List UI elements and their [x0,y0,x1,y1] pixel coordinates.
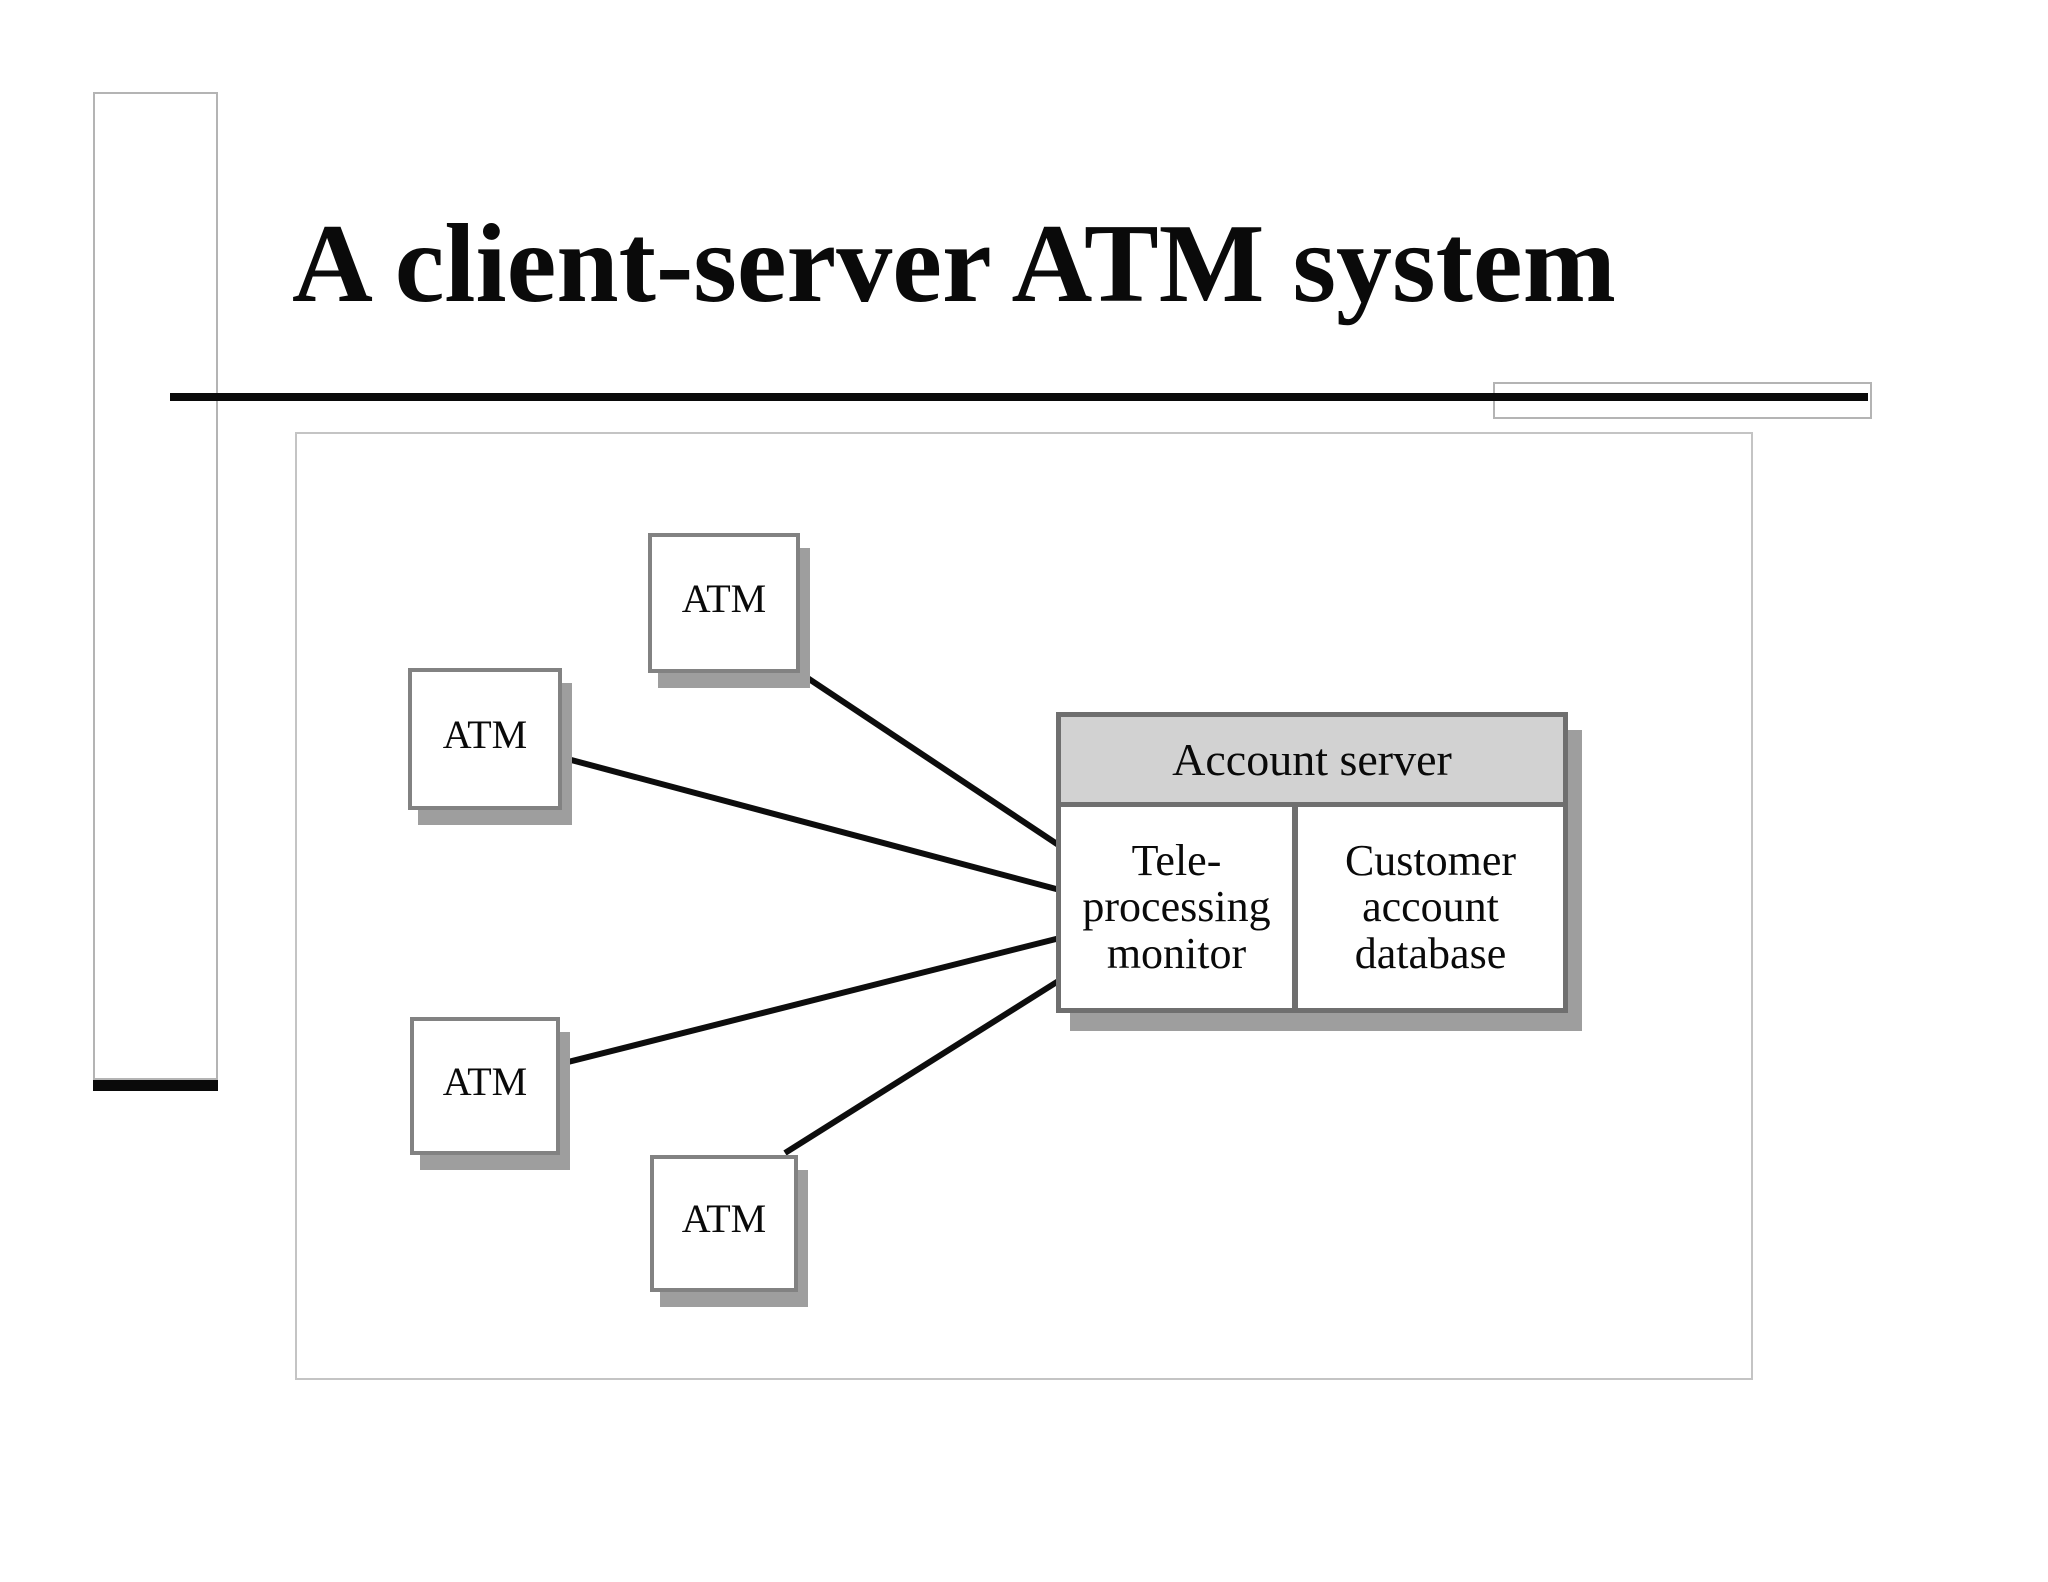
account-server-body: Tele- processing monitor Customer accoun… [1061,807,1563,1008]
atm-node-2-label: ATM [442,711,528,757]
atm-node-4-label: ATM [681,1196,767,1241]
atm-node-2: ATM [408,668,562,810]
atm-node-3-label: ATM [442,1058,528,1104]
teleprocessing-monitor-line: processing [1082,882,1271,932]
left-margin-rectangle [93,92,218,1080]
customer-account-database-line: account [1362,882,1499,932]
title-underline-rule [170,393,1868,401]
teleprocessing-monitor-box: Tele- processing monitor [1061,807,1292,1008]
account-server-divider [1292,807,1298,1008]
teleprocessing-monitor-line: monitor [1106,928,1247,978]
account-server-header: Account server [1061,717,1563,807]
account-server-title: Account server [1172,734,1452,785]
teleprocessing-monitor-line: Tele- [1131,835,1222,885]
atm-node-4: ATM [650,1155,798,1292]
left-margin-black-bar [93,1080,218,1091]
customer-account-database-line: Customer [1344,835,1517,885]
page-title: A client-server ATM system [292,202,1616,326]
atm-node-1-label: ATM [681,575,767,621]
customer-account-database-line: database [1354,928,1507,978]
atm-node-1: ATM [648,533,800,673]
atm-node-3: ATM [410,1017,560,1155]
customer-account-database-box: Customer account database [1298,807,1563,1008]
account-server-node: Account server Tele- processing monitor … [1056,712,1568,1013]
